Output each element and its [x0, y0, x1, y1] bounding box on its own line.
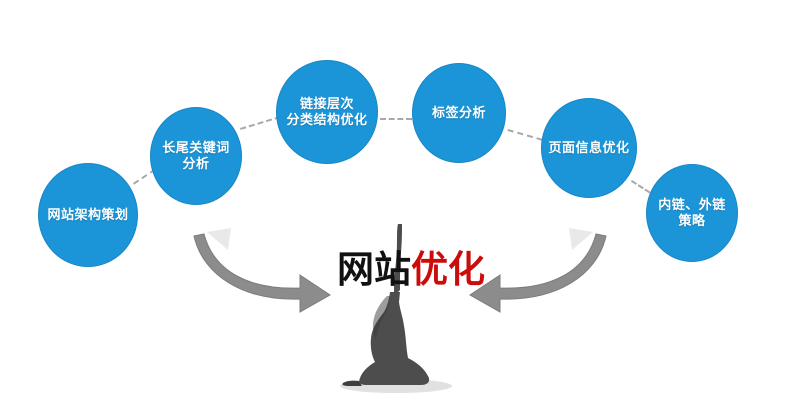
arrow-right-to-center [469, 228, 607, 313]
center-title-highlight: 优化 [411, 248, 485, 291]
node-internal-external-link-strategy[interactable]: 内链、外链 策略 [646, 164, 738, 262]
seated-person-silhouette [342, 224, 430, 386]
node-label: 内链、外链 策略 [658, 197, 726, 228]
node-label: 页面信息优化 [548, 140, 630, 156]
node-tag-analysis[interactable]: 标签分析 [412, 63, 506, 163]
node-long-tail-keyword-analysis[interactable]: 长尾关键词 分析 [150, 107, 242, 205]
node-label: 链接层次 分类结构优化 [286, 96, 368, 127]
node-label: 标签分析 [431, 105, 486, 121]
node-label: 长尾关键词 分析 [162, 140, 230, 171]
center-title-primary: 网站 [337, 248, 411, 291]
arrow-left-to-center [193, 228, 331, 313]
connector-3-4 [380, 118, 412, 120]
node-page-information-optimization[interactable]: 页面信息优化 [541, 98, 637, 198]
node-site-architecture-planning[interactable]: 网站架构策划 [38, 163, 138, 267]
center-title: 网站优化 [337, 251, 485, 288]
node-label: 网站架构策划 [47, 207, 129, 223]
node-link-hierarchy-category-structure[interactable]: 链接层次 分类结构优化 [276, 60, 378, 164]
